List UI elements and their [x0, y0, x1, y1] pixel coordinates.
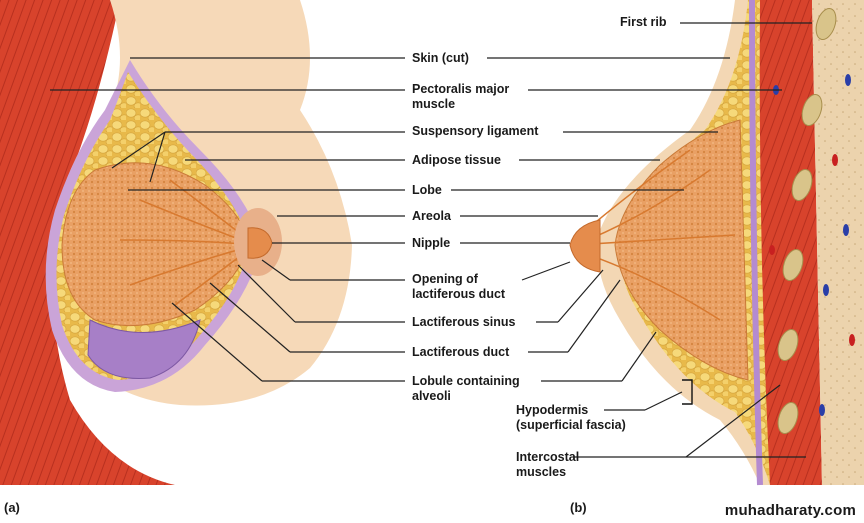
panel-b-illustration [569, 0, 864, 486]
label-lactiferous-sinus: Lactiferous sinus [412, 315, 516, 329]
leader-lines [50, 22, 812, 458]
chest-wall-b [812, 0, 864, 485]
label-hypodermis: Hypodermis (superficial fascia) [516, 403, 626, 432]
label-nipple: Nipple [412, 236, 451, 250]
lobules-violet-a [87, 319, 201, 380]
pectoralis-muscle-a [0, 0, 175, 485]
label-intercostal-muscles: Intercostal muscles [516, 450, 580, 479]
label-adipose-tissue: Adipose tissue [412, 153, 501, 167]
label-pectoralis-major: Pectoralis major muscle [412, 82, 510, 111]
label-suspensory-ligament: Suspensory ligament [412, 124, 539, 138]
vessels-b [769, 74, 855, 416]
label-first-rib: First rib [620, 15, 667, 29]
label-lobule-alveoli: Lobule containing alveoli [412, 374, 520, 403]
label-lobe: Lobe [412, 183, 442, 197]
panel-a-label: (a) [4, 500, 20, 515]
label-opening-lactiferous-duct: Opening of lactiferous duct [412, 272, 506, 301]
label-areola: Areola [412, 209, 451, 223]
nipple-a [247, 227, 273, 259]
panel-b-label: (b) [570, 500, 587, 515]
label-skin-cut: Skin (cut) [412, 51, 469, 65]
hypodermis-bracket [682, 379, 693, 405]
watermark: muhadharaty.com [724, 502, 856, 519]
fascia-b [749, 0, 763, 486]
label-lactiferous-duct: Lactiferous duct [412, 345, 510, 359]
ribs-b [777, 8, 837, 434]
nipple-b [569, 219, 601, 273]
mammary-gland-b [614, 119, 749, 381]
